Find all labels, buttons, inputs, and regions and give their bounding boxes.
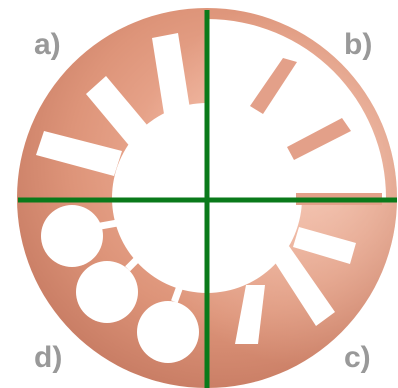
quadrant-label-b: b) — [344, 28, 373, 61]
quadrant-c-slots — [235, 227, 356, 344]
quadrant-d-holes — [41, 205, 199, 363]
quadrant-label-d: d) — [34, 341, 63, 374]
quadrant-a-slots — [36, 33, 193, 176]
quadrant-label-c: c) — [344, 341, 371, 374]
quadrant-label-a: a) — [34, 28, 61, 61]
quadrant-dividers — [18, 10, 397, 388]
